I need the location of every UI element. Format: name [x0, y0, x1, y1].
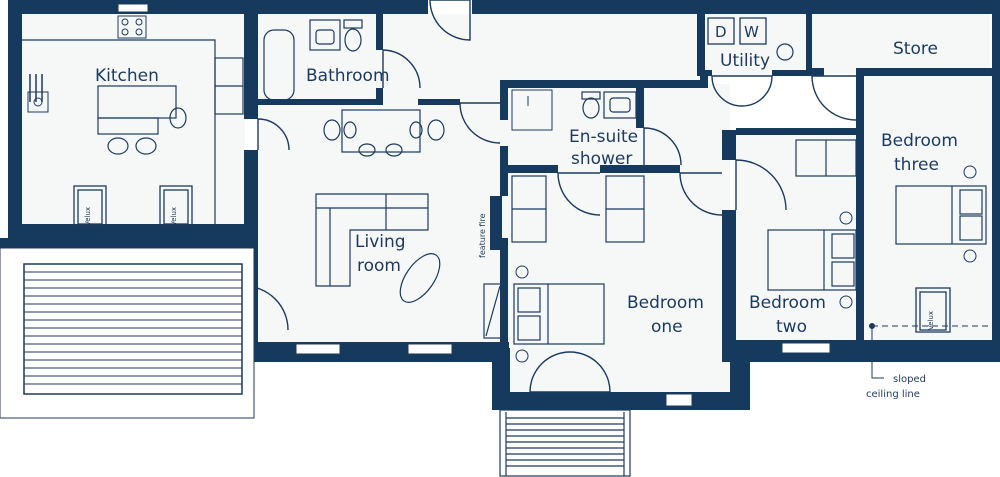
- bed-icon: [513, 283, 605, 345]
- bed-icon: [767, 229, 857, 291]
- boiler-icon: [776, 43, 794, 61]
- ensuite-label-line1: En-suite: [569, 127, 638, 147]
- velux-kitchen-2: Velux: [159, 185, 193, 227]
- lamp-icon: [515, 165, 977, 363]
- bath-icon: [263, 29, 295, 101]
- bedroom-two-label-line1: Bedroom: [749, 293, 826, 313]
- walls: [0, 0, 1000, 410]
- wardrobe-icon: [483, 283, 503, 339]
- kitchen-label: Kitchen: [95, 66, 159, 86]
- sloped-ceiling-label-line2: ceiling line: [866, 389, 920, 400]
- bedroom-one-label-line2: one: [651, 317, 683, 337]
- living-room-label-line1: Living: [355, 232, 406, 252]
- bedroom-three-label-line1: Bedroom: [881, 131, 958, 151]
- feature-fire: feature fire: [478, 213, 487, 258]
- sofa-icon: [315, 193, 429, 287]
- living-room-label-line2: room: [357, 256, 401, 276]
- terrace-icon: [24, 271, 242, 385]
- ensuite-label-line2: shower: [571, 149, 632, 169]
- velux-label: Velux: [170, 207, 178, 226]
- velux-bed3: Velux: [915, 287, 951, 333]
- toilet-icon: [343, 19, 601, 119]
- kitchen-units: [22, 39, 244, 224]
- washer-label: W: [744, 23, 759, 41]
- bedroom-three-label-line2: three: [894, 155, 939, 175]
- windows: [117, 3, 831, 407]
- velux-label: Velux: [84, 207, 92, 226]
- lamp-icon: [399, 253, 441, 303]
- velux-kitchen-1: Velux: [73, 185, 107, 227]
- dishwasher-label: D: [715, 23, 727, 41]
- feature-fire-label: feature fire: [478, 213, 487, 258]
- sloped-ceiling-line: [869, 323, 992, 379]
- chair-icon: [107, 107, 445, 157]
- terrace: [0, 247, 255, 419]
- shower-icon: [511, 89, 553, 131]
- utility-label: Utility: [720, 51, 770, 71]
- stairs-icon: [499, 409, 631, 477]
- velux-label: Velux: [927, 311, 935, 330]
- wardrobe-icon: [511, 139, 857, 243]
- bathroom-label: Bathroom: [306, 66, 390, 86]
- sink-icon: [309, 19, 341, 51]
- store-label: Store: [893, 39, 938, 59]
- doors: [243, 0, 857, 393]
- bedroom-one-label-line1: Bedroom: [627, 293, 704, 313]
- radiator-icon: [29, 74, 43, 102]
- bed-icon: [895, 185, 987, 245]
- sink-icon: [603, 91, 637, 119]
- sloped-ceiling-label-line1: sloped: [893, 374, 926, 385]
- bedroom-two-label-line2: two: [776, 317, 807, 337]
- dining-table: [341, 109, 421, 153]
- floor-area: [20, 14, 992, 404]
- utility-appliances: D W: [707, 17, 767, 45]
- hob-icon: [117, 15, 147, 39]
